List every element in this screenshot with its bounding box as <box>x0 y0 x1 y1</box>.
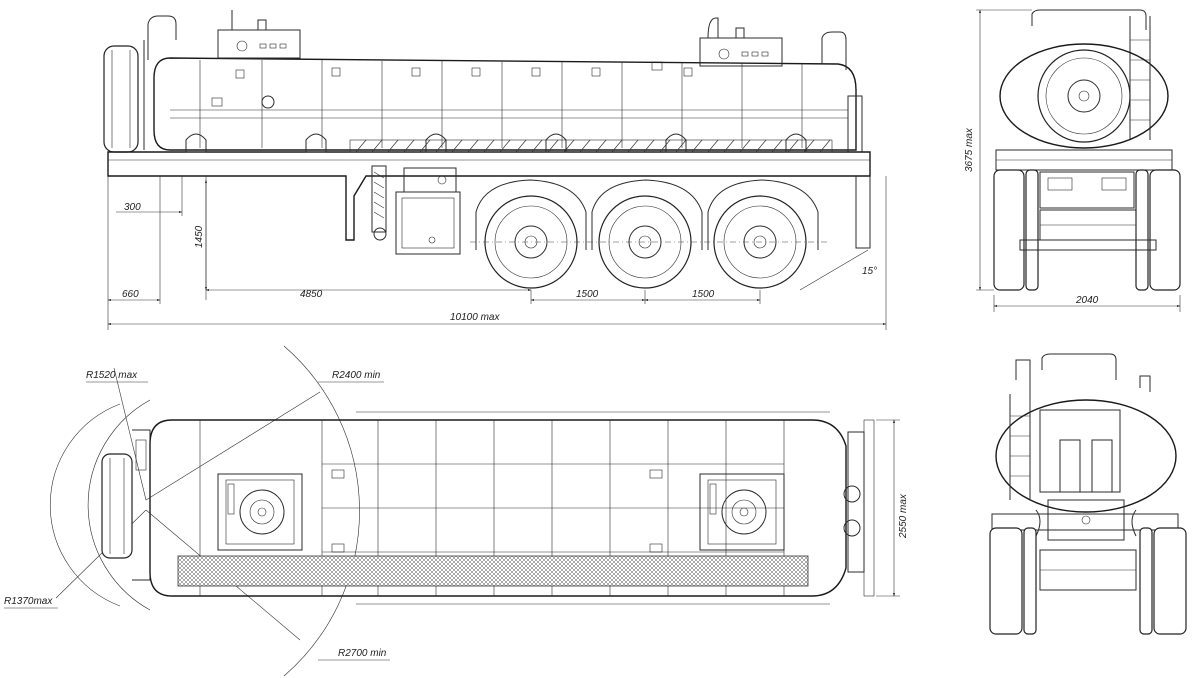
tank-body-side <box>153 57 857 151</box>
dim-axle-1: 1500 <box>576 289 599 300</box>
dim-r-turn-outer: R2700 min <box>338 648 387 659</box>
wheel-axle-3 <box>707 179 819 289</box>
dim-angle: 15° <box>862 266 877 277</box>
dim-total-width: 2550 max <box>898 493 909 539</box>
valve-side <box>261 95 275 109</box>
spare-wheel-rear <box>1037 49 1131 143</box>
dim-r-turn-min: R2400 min <box>332 370 381 381</box>
dim-front: 660 <box>122 289 139 300</box>
frame-side <box>107 151 871 241</box>
arc-outer-turn <box>283 345 360 677</box>
walkway-hatch <box>349 139 833 153</box>
rear-view <box>976 9 1181 312</box>
manhole-top-rear <box>699 473 785 551</box>
rear-handrail <box>821 31 847 70</box>
manhole-top-front <box>217 473 303 551</box>
dim-r-front-inner: R1370max <box>4 596 53 607</box>
dim-total-height: 3675 max <box>964 127 975 172</box>
rear-cabinet <box>847 95 863 153</box>
spare-wheel-side <box>103 45 139 153</box>
dim-wheelbase: 4850 <box>300 289 323 300</box>
dim-r-front-outer: R1520 max <box>86 370 138 381</box>
side-view: 300 1450 660 4850 1500 1500 10100 max 15… <box>103 10 887 330</box>
dim-rear-width: 2040 <box>1075 295 1099 306</box>
tank-compartments <box>199 60 803 148</box>
dim-height-frame: 1450 <box>194 225 205 248</box>
wheel-axle-1 <box>475 179 587 289</box>
tank-front-ellipse <box>995 399 1177 513</box>
tank-clamps <box>235 61 693 79</box>
landing-gear <box>371 165 387 241</box>
arc-front-inner <box>50 403 121 607</box>
mesh-walkway <box>177 555 809 587</box>
tank-body-top <box>149 419 847 597</box>
dim-axle-2: 1500 <box>692 289 715 300</box>
arc-front-outer <box>87 399 151 611</box>
side-dimensions <box>107 176 887 330</box>
top-view <box>50 345 900 677</box>
dim-overhang: 300 <box>124 202 141 213</box>
front-handrail <box>147 15 177 60</box>
tank-cradles <box>185 133 807 153</box>
rear-bumper <box>855 176 871 249</box>
wheel-axle-2 <box>591 179 703 289</box>
tank-rear-ellipse <box>999 43 1169 149</box>
dim-total-length: 10100 max <box>450 312 500 323</box>
front-view <box>989 353 1187 635</box>
manhole-rear <box>699 17 783 67</box>
tool-box <box>395 167 461 255</box>
manhole-front <box>217 10 301 59</box>
